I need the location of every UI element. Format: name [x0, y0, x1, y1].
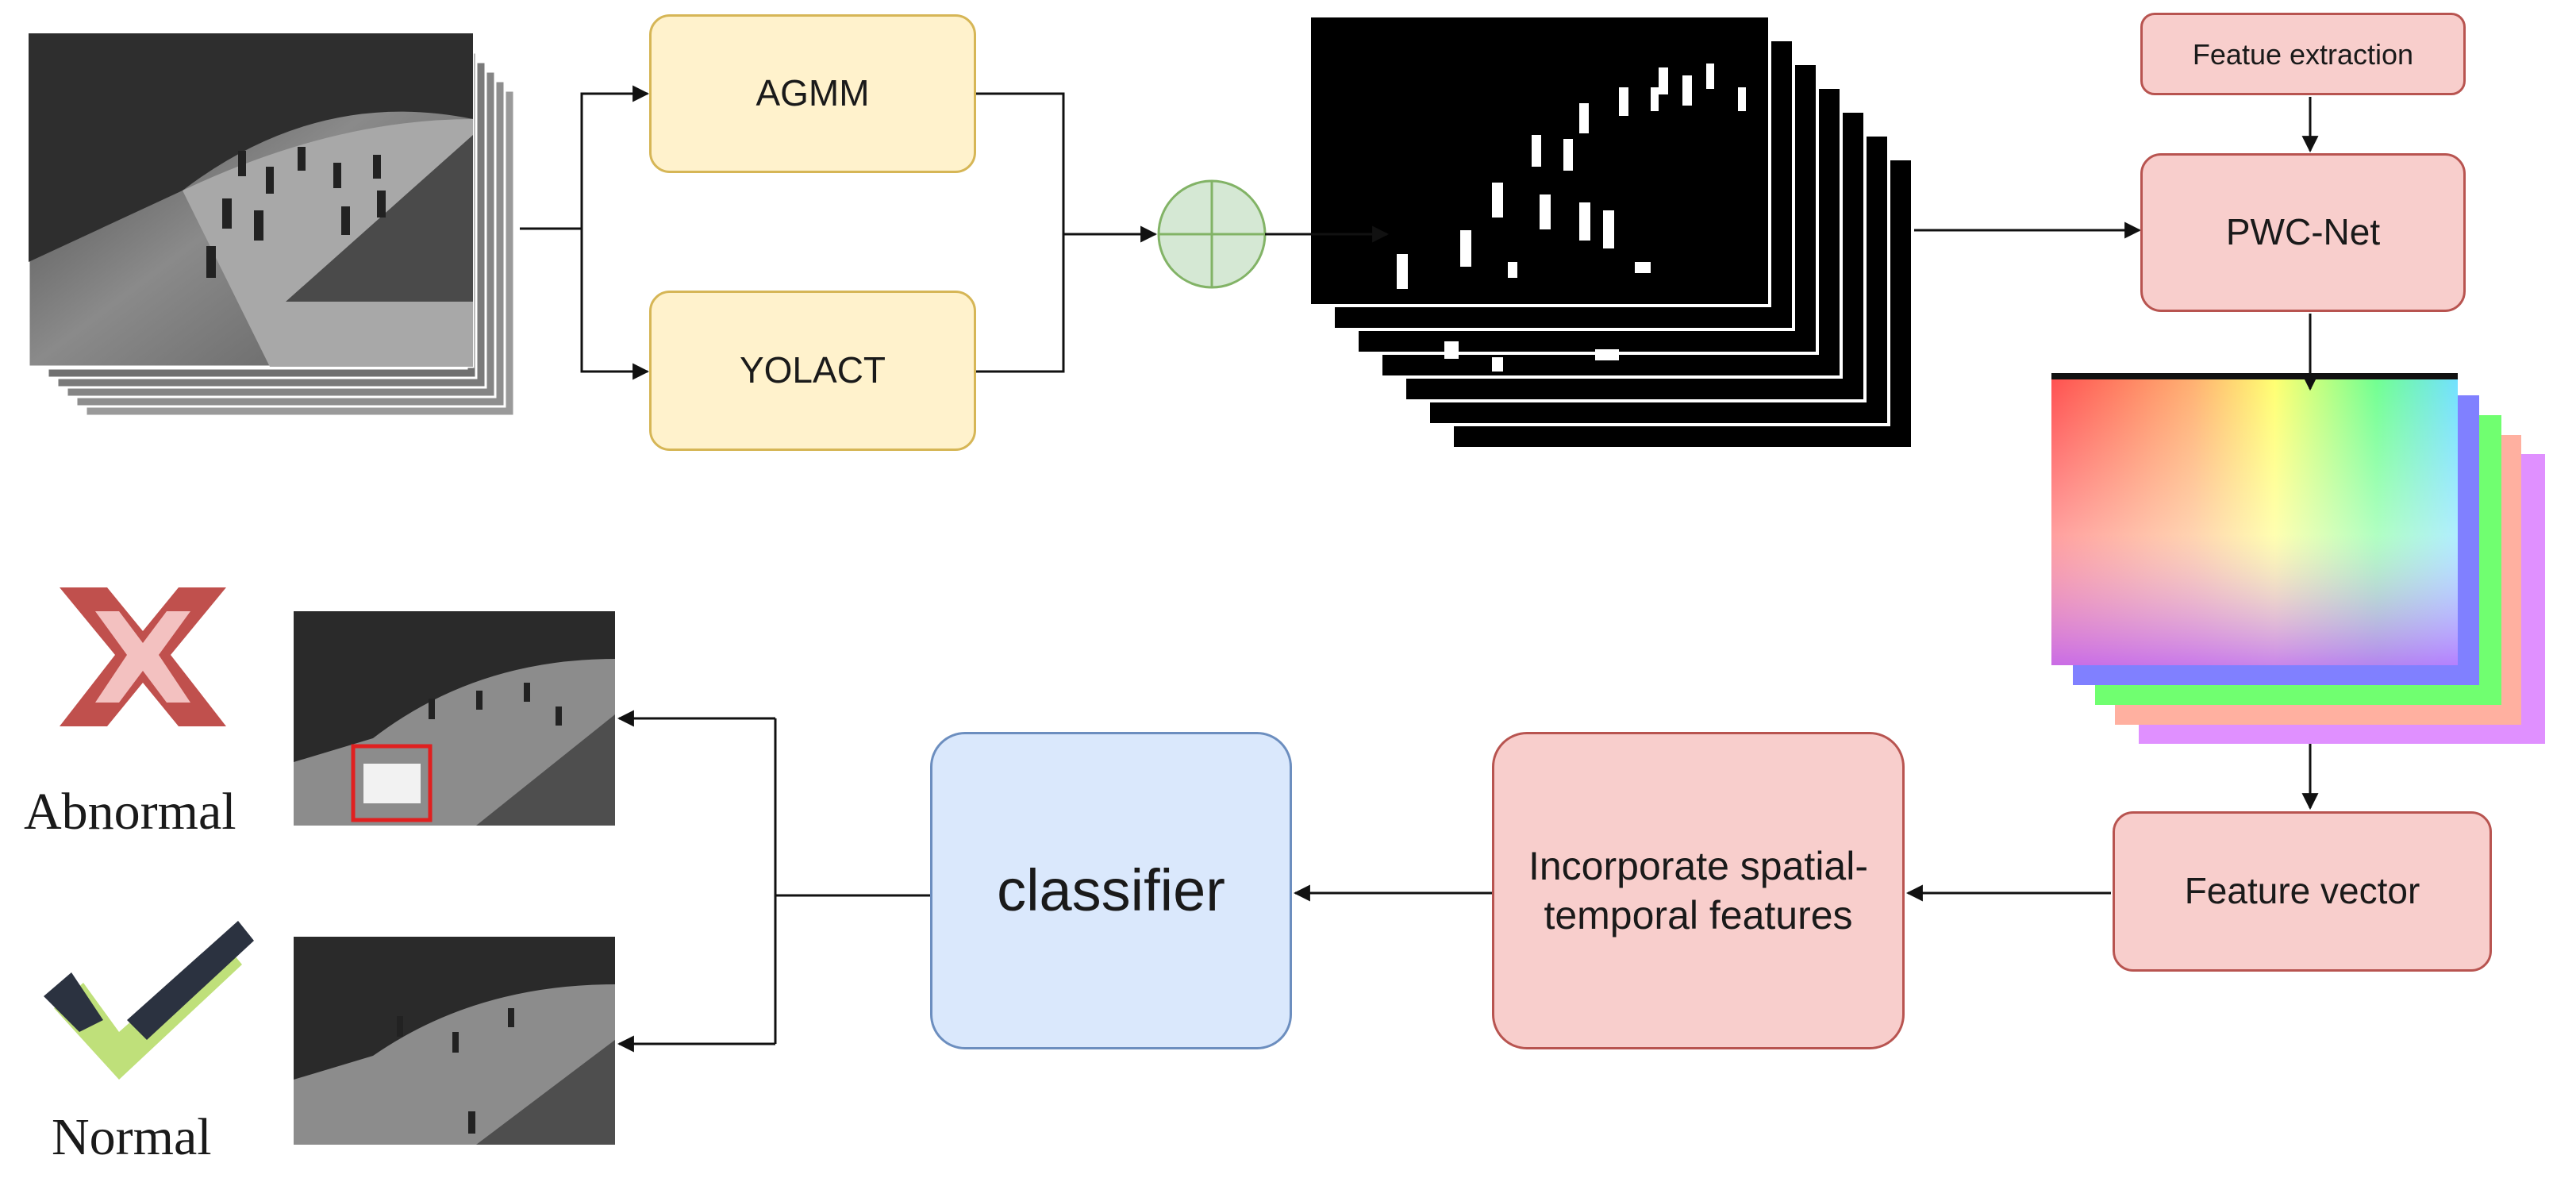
abnormal-label: Abnormal	[24, 783, 236, 841]
classifier-box: classifier	[930, 732, 1292, 1049]
agmm-label: AGMM	[755, 72, 870, 114]
fusion-circle-plus-icon	[1157, 179, 1267, 289]
input-frame-stack	[27, 32, 516, 418]
foreground-mask-stack	[1308, 14, 1914, 450]
feature-vector-label: Feature vector	[2184, 870, 2420, 912]
yolact-label: YOLACT	[739, 349, 886, 391]
feature-extraction-box: Featue extraction	[2140, 13, 2466, 95]
check-icon	[44, 921, 254, 1080]
normal-label: Normal	[52, 1108, 212, 1166]
pwc-net-label: PWC-Net	[2225, 211, 2381, 253]
connectors	[520, 85, 2319, 1053]
feature-vector-box: Feature vector	[2113, 811, 2492, 972]
detection-box	[351, 744, 433, 822]
optical-flow-stack	[2051, 373, 2545, 744]
spatial-temporal-label: Incorporate spatial-temporal features	[1528, 843, 1868, 938]
abnormal-frame-thumbnail	[294, 611, 615, 826]
cross-icon	[60, 587, 226, 726]
spatial-temporal-box: Incorporate spatial-temporal features	[1492, 732, 1905, 1049]
normal-frame-thumbnail	[294, 937, 615, 1145]
feature-extraction-label: Featue extraction	[2192, 37, 2414, 71]
pwc-net-box: PWC-Net	[2140, 153, 2466, 312]
classifier-label: classifier	[997, 857, 1225, 923]
agmm-box: AGMM	[649, 14, 976, 173]
yolact-box: YOLACT	[649, 291, 976, 451]
